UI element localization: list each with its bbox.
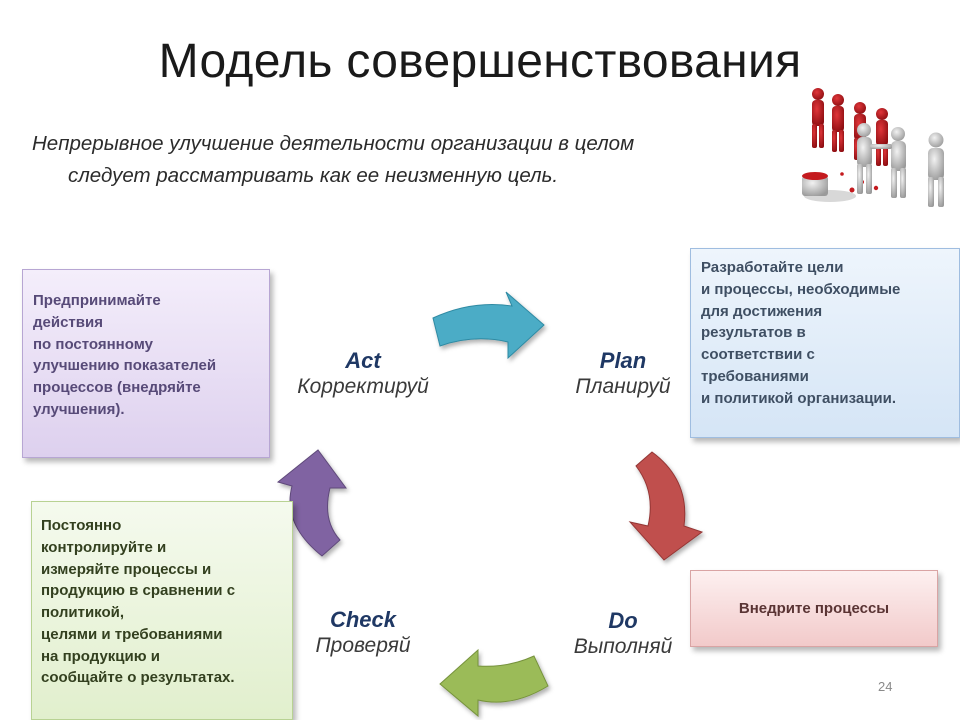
plan-line: требованиями — [701, 367, 809, 385]
act-description-box: Предпринимайте действия по постоянному у… — [22, 269, 270, 458]
stage-plan-en: Plan — [599, 348, 647, 373]
plan-line: соответствии с — [701, 346, 815, 363]
do-description-box: Внедрите процессы — [690, 570, 938, 647]
plan-line: для достижения — [701, 302, 823, 320]
stage-plan-ru: Планируй — [575, 375, 671, 398]
act-line: действия — [33, 313, 103, 331]
check-description-box: Постоянно контролируйте и измеряйте проц… — [31, 501, 293, 720]
act-line: Предпринимайте — [33, 292, 161, 309]
plan-line: результатов в — [701, 324, 806, 342]
act-line: улучшения). — [33, 400, 125, 418]
stage-check-en: Check — [329, 607, 397, 632]
check-line: целями и требованиями — [41, 625, 223, 643]
plan-description-box: Разработайте цели и процессы, необходимы… — [690, 248, 960, 438]
act-line: улучшению показателей — [33, 357, 217, 375]
act-line: процессов (внедряйте — [33, 379, 201, 396]
people-figures-icon — [802, 88, 944, 207]
subtitle-line-1: Непрерывное улучшение деятельности орган… — [32, 132, 635, 155]
check-line: измеряйте процессы и — [41, 560, 212, 578]
stage-act-ru: Корректируй — [297, 375, 429, 398]
act-line: по постоянному — [33, 335, 153, 353]
stage-act-en: Act — [345, 348, 381, 373]
check-line: контролируйте и — [41, 538, 167, 556]
subtitle-line-2: следует рассматривать как ее неизменную … — [68, 163, 559, 187]
plan-line: и политикой организации. — [701, 389, 897, 407]
arrow-do-to-check — [439, 648, 549, 718]
stage-act-label: Act Корректируй — [282, 348, 444, 399]
stage-check-ru: Проверяй — [315, 634, 411, 657]
check-line: сообщайте о результатах. — [41, 669, 235, 687]
check-line: на продукцию и — [41, 647, 160, 665]
check-line: Постоянно — [41, 517, 122, 534]
check-line: политикой, — [41, 604, 125, 621]
stage-do-label: Do Выполняй — [556, 608, 690, 659]
slide-subtitle: Непрерывное улучшение деятельности орган… — [32, 128, 772, 192]
stage-plan-label: Plan Планируй — [555, 348, 691, 399]
page-number: 24 — [878, 679, 893, 694]
stage-do-en: Do — [608, 608, 638, 633]
arrow-plan-to-do — [628, 451, 704, 561]
check-line: продукцию в сравнении с — [41, 582, 236, 600]
stage-do-ru: Выполняй — [573, 635, 673, 658]
plan-line: и процессы, необходимые — [701, 280, 901, 298]
arrow-act-to-plan — [432, 291, 545, 360]
arrow-check-to-act — [276, 449, 347, 557]
slide-title: Модель совершенствования — [158, 35, 802, 88]
stage-check-label: Check Проверяй — [292, 607, 434, 658]
do-text: Внедрите процессы — [738, 599, 890, 617]
plan-line: Разработайте цели — [701, 259, 844, 276]
